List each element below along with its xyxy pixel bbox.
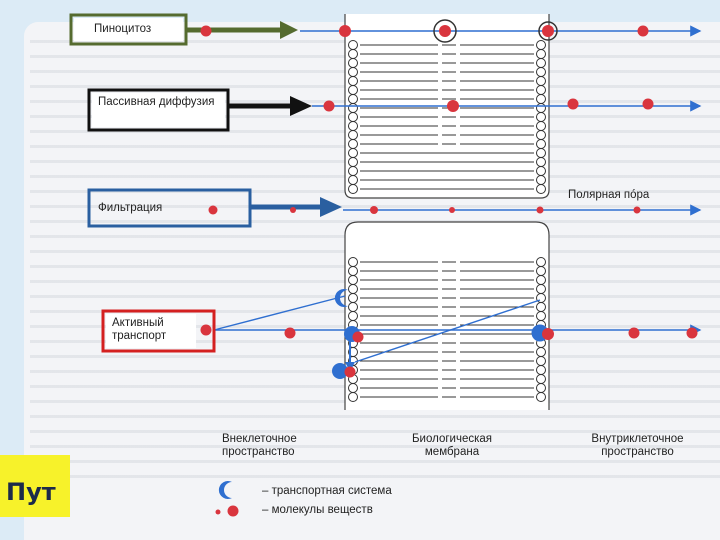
slide-title-fragment: Пут [6, 478, 56, 506]
lipid-head [536, 76, 546, 86]
filtration-box-border [87, 188, 252, 228]
extracellular-caption: Внеклеточное пространство [222, 433, 297, 458]
pinocytosis-label: Пиноцитоз [74, 18, 183, 41]
lipid-head [536, 130, 546, 140]
lipid-head [348, 40, 358, 50]
lipid-head [536, 103, 546, 113]
lipid-head [536, 67, 546, 77]
carrier-icon [334, 289, 348, 307]
lipid-head [348, 275, 358, 285]
legend-molecules: – молекулы веществ [262, 504, 373, 516]
lipid-head [348, 311, 358, 321]
lipid-head [536, 275, 546, 285]
lipid-head [536, 302, 546, 312]
lipid-head [348, 58, 358, 68]
lipid-head [348, 266, 358, 276]
lipid-head [536, 49, 546, 59]
membrane-caption: Биологическая мембрана [411, 433, 492, 458]
lipid-head [348, 302, 358, 312]
lipid-head [348, 67, 358, 77]
lipid-head [536, 139, 546, 149]
lipid-head [348, 383, 358, 393]
lipid-head [536, 166, 546, 176]
lipid-head [348, 166, 358, 176]
active-transport-label: Активный транспорт [106, 314, 196, 348]
molecule-dot [200, 25, 212, 37]
lipid-head [348, 76, 358, 86]
filtration-label: Фильтрация [98, 202, 163, 214]
lipid-head [536, 311, 546, 321]
lipid-head [536, 184, 546, 194]
lipid-head [536, 257, 546, 267]
slide-title-highlight [0, 455, 70, 517]
transport-system-legend-icon [218, 480, 232, 499]
lipid-head [536, 347, 546, 357]
lipid-head [348, 175, 358, 185]
lipid-head [536, 266, 546, 276]
filtration-row [208, 197, 702, 217]
lipid-head [348, 103, 358, 113]
lipid-head [348, 85, 358, 95]
lipid-head [348, 293, 358, 303]
lipid-head [536, 58, 546, 68]
lipid-head [348, 49, 358, 59]
lipid-head [536, 157, 546, 167]
molecule-small-legend-icon [215, 509, 221, 515]
lipid-head [536, 284, 546, 294]
passive-diffusion-box-border [87, 88, 230, 132]
lipid-head [348, 112, 358, 122]
intracellular-caption: Внутриклеточное пространство [591, 433, 684, 458]
lipid-head [536, 148, 546, 158]
lipid-head [536, 121, 546, 131]
lipid-head [536, 112, 546, 122]
lipid-head [348, 157, 358, 167]
pinocytosis-row [186, 19, 702, 43]
lipid-head [348, 139, 358, 149]
passive-diffusion-label: Пассивная диффузия [92, 93, 225, 127]
legend-transport-system: – транспортная система [262, 485, 392, 497]
active-transport-row [200, 289, 702, 379]
lipid-head [348, 130, 358, 140]
molecule-legend-icon [227, 505, 239, 517]
lipid-head [348, 94, 358, 104]
membrane-lower-block [344, 221, 550, 410]
lipid-head [536, 383, 546, 393]
lipid-head [348, 148, 358, 158]
lipid-head [348, 184, 358, 194]
polar-pore-label: Полярная пóра [568, 189, 650, 201]
lipid-head [348, 257, 358, 267]
lipid-head [536, 85, 546, 95]
lipid-head [536, 40, 546, 50]
pinocytosis-box-border [69, 13, 188, 46]
lipid-head [536, 175, 546, 185]
lipid-head [348, 284, 358, 294]
lipid-head [536, 356, 546, 366]
lipid-head [536, 374, 546, 384]
lipid-head [536, 365, 546, 375]
lipid-head [536, 94, 546, 104]
lipid-head [348, 392, 358, 402]
active-transport-box-border [101, 309, 216, 353]
lipid-head [348, 121, 358, 131]
lipid-head [536, 392, 546, 402]
